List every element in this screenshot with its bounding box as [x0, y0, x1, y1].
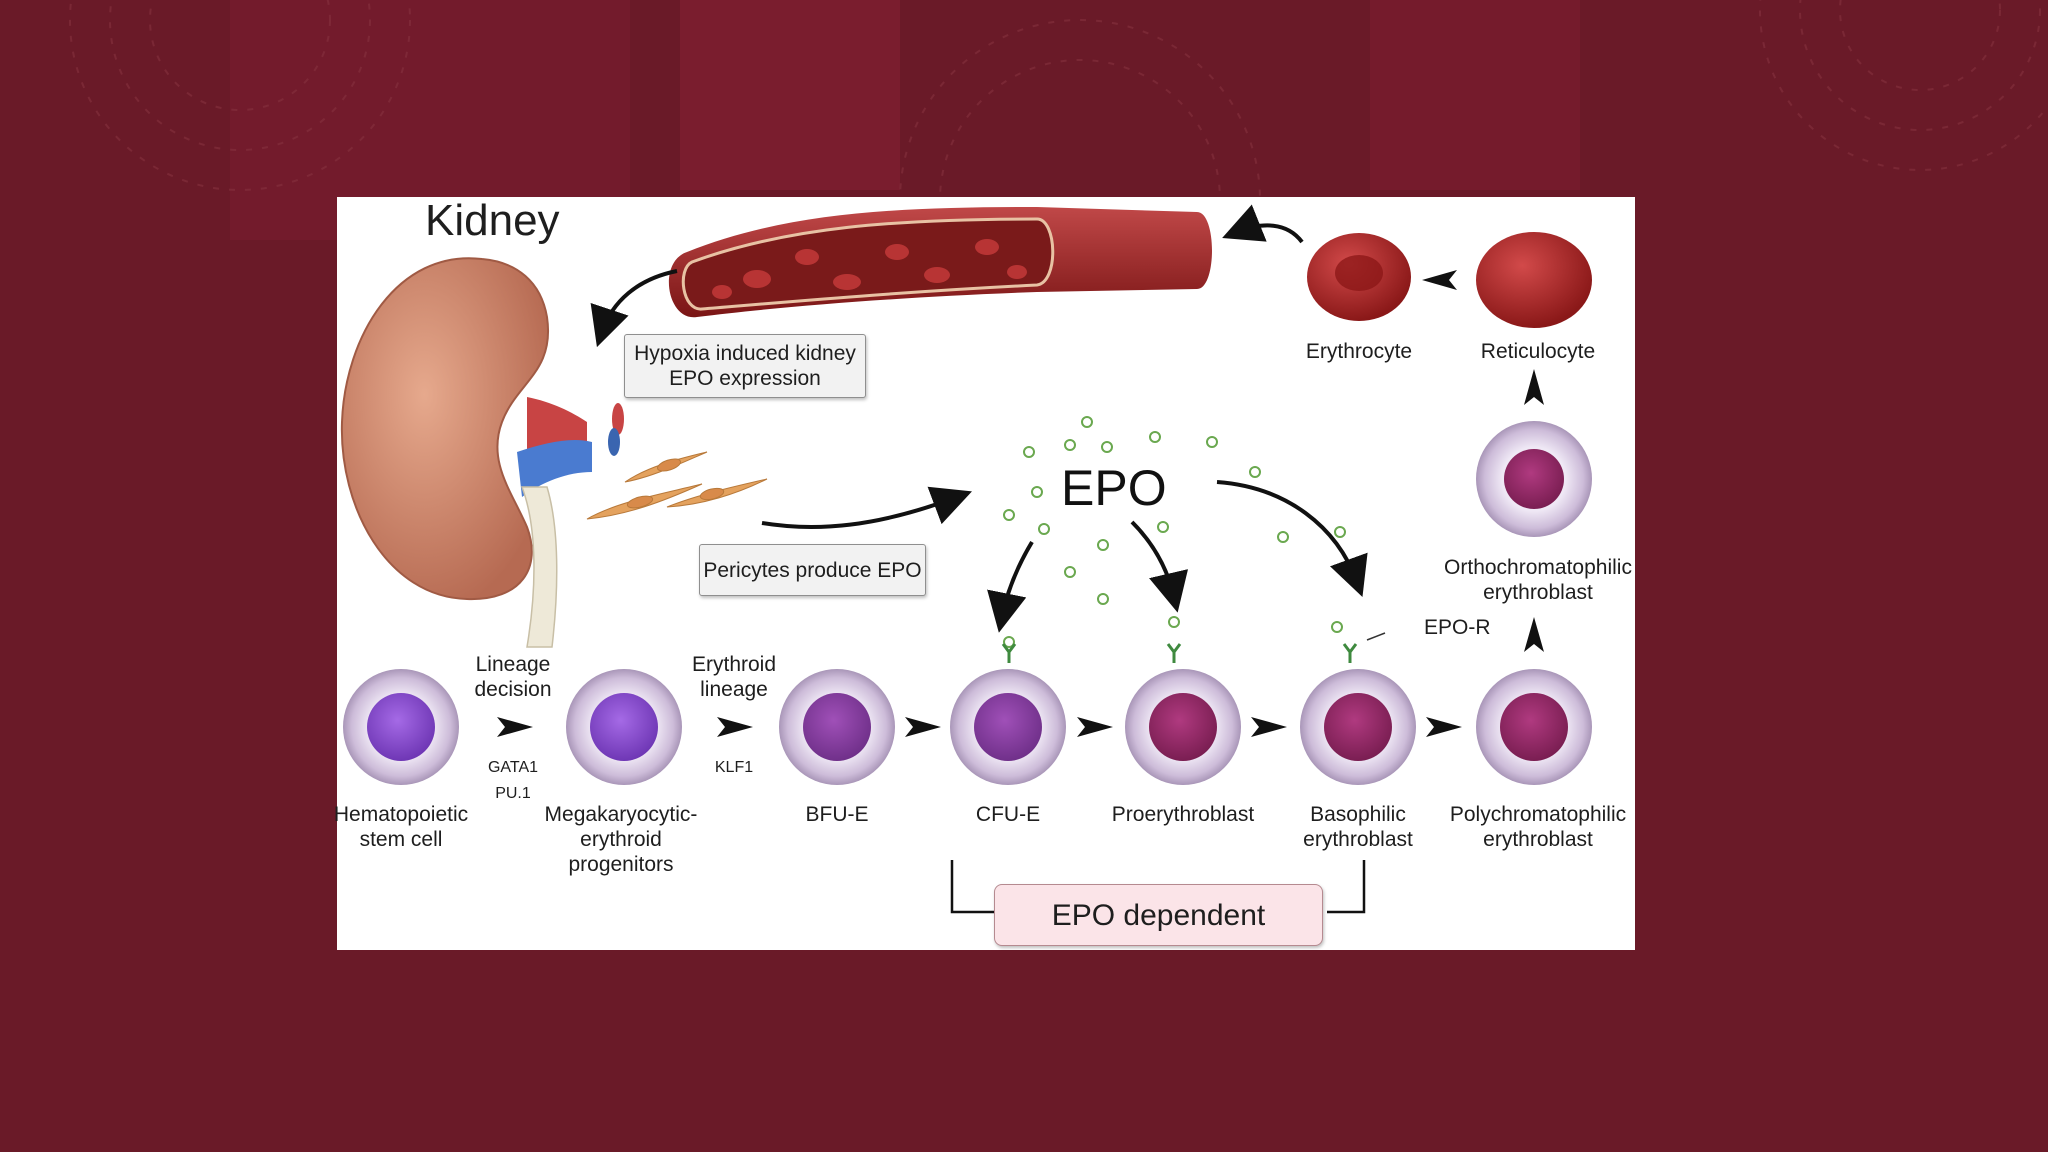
kidney-illustration — [340, 257, 624, 648]
proerythroblast-label: Proerythroblast — [1111, 803, 1255, 826]
figure-graphics — [340, 204, 1592, 914]
orthochromatophilic-label: Orthochromatophilic erythroblast — [1444, 556, 1632, 604]
reticulocyte-label: Reticulocyte — [1480, 340, 1596, 363]
cell-reticulocyte — [1476, 232, 1592, 328]
erythrocyte-label: Erythrocyte — [1305, 340, 1413, 363]
epo-dependent-bracket — [950, 860, 1366, 914]
blood-vessel — [668, 207, 1212, 318]
bfue-label: BFU-E — [805, 803, 869, 826]
kidney-title: Kidney — [425, 196, 560, 245]
polychromatophilic-label: Polychromatophilic erythroblast — [1449, 803, 1627, 851]
cell-bfue — [779, 669, 895, 785]
cell-orthochromatophilic — [1476, 421, 1592, 537]
erythroid-factor-label: KLF1 — [714, 759, 754, 776]
epo-r-label: EPO-R — [1424, 616, 1491, 639]
cell-cfue — [950, 669, 1066, 785]
step-arrows — [497, 270, 1544, 737]
cell-erythrocyte — [1307, 233, 1411, 321]
lineage-factors-label: GATA1 PU.1 — [487, 759, 539, 802]
cell-polychromatophilic — [1476, 669, 1592, 785]
cell-proerythroblast — [1125, 669, 1241, 785]
pericytes-label-box: Pericytes produce EPO — [699, 544, 926, 596]
mep-label: Megakaryocytic- erythroid progenitors — [544, 803, 698, 876]
epo-molecules — [1003, 416, 1346, 648]
cell-basophilic — [1300, 669, 1416, 785]
epo-dependent-box: EPO dependent — [994, 884, 1323, 946]
cell-mep — [566, 669, 682, 785]
pericyte-cells — [586, 451, 768, 520]
hypoxia-label-box: Hypoxia induced kidney EPO expression — [624, 334, 866, 398]
lineage-decision-label: Lineage decision — [474, 653, 552, 701]
basophilic-label: Basophilic erythroblast — [1303, 803, 1413, 851]
epo-receptors — [1001, 643, 1358, 663]
epo-label: EPO — [1061, 460, 1167, 516]
flow-arrows — [590, 204, 1368, 633]
epo-erythropoiesis-figure: Kidney Hypoxia induced kidney EPO expres… — [333, 196, 1635, 950]
cfue-label: CFU-E — [975, 803, 1041, 826]
cell-hsc — [343, 669, 459, 785]
hsc-label: Hematopoietic stem cell — [333, 803, 469, 851]
erythroid-lineage-label: Erythroid lineage — [691, 653, 777, 701]
